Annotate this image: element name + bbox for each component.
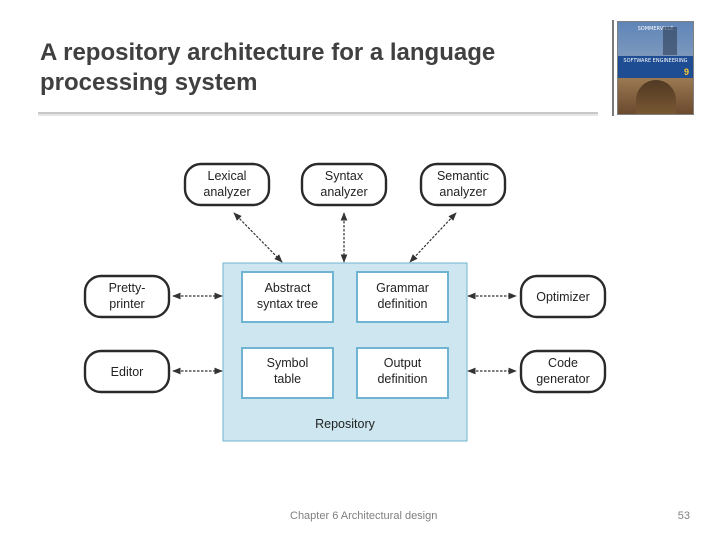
component-grammar-definition bbox=[356, 271, 449, 323]
tool-syntax-analyzer bbox=[300, 162, 388, 207]
cover-divider bbox=[612, 20, 614, 116]
title-rule-shadow bbox=[38, 114, 598, 116]
semantic-label-2: analyzer bbox=[439, 185, 486, 199]
tool-lexical-analyzer bbox=[183, 162, 271, 207]
slide-title-line1: A repository architecture for a language bbox=[40, 39, 496, 66]
symbol-label-2: table bbox=[274, 372, 301, 386]
tool-semantic-analyzer bbox=[419, 162, 507, 207]
book-cover-figure bbox=[636, 80, 676, 114]
codegen-label-2: generator bbox=[536, 372, 590, 386]
codegen-label-1: Code bbox=[548, 356, 578, 370]
book-cover-tower bbox=[663, 27, 677, 55]
component-symbol-table bbox=[241, 347, 334, 399]
output-label-1: Output bbox=[384, 356, 422, 370]
semantic-label-1: Semantic bbox=[437, 169, 489, 183]
syntax-label-1: Syntax bbox=[325, 169, 364, 183]
grammar-label-1: Grammar bbox=[376, 281, 429, 295]
grammar-label-2: definition bbox=[377, 297, 427, 311]
ast-label-1: Abstract bbox=[265, 281, 311, 295]
pretty-label-2: printer bbox=[109, 297, 144, 311]
pretty-label-1: Pretty- bbox=[109, 281, 146, 295]
book-cover-edition: 9 bbox=[683, 67, 689, 77]
component-abstract-syntax-tree bbox=[241, 271, 334, 323]
output-label-2: definition bbox=[377, 372, 427, 386]
tool-optimizer bbox=[519, 274, 607, 319]
title-rule bbox=[38, 112, 598, 114]
arrow-semantic bbox=[409, 212, 457, 263]
optimizer-label: Optimizer bbox=[536, 290, 589, 304]
symbol-label-1: Symbol bbox=[267, 356, 309, 370]
tool-pretty-printer bbox=[83, 274, 171, 319]
book-cover-image: SOMMERVILLE SOFTWARE ENGINEERING 9 bbox=[617, 21, 694, 115]
repository-label: Repository bbox=[315, 417, 375, 431]
book-cover-band bbox=[618, 56, 693, 78]
tool-code-generator bbox=[519, 349, 607, 394]
slide-title-line2: processing system bbox=[40, 69, 258, 96]
lexical-label-2: analyzer bbox=[203, 185, 250, 199]
editor-label: Editor bbox=[111, 365, 144, 379]
book-cover-series: SOFTWARE ENGINEERING bbox=[623, 58, 688, 64]
slide-title: A repository architecture for a language… bbox=[40, 38, 600, 98]
arrow-lexical bbox=[233, 212, 283, 263]
footer-chapter: Chapter 6 Architectural design bbox=[290, 510, 438, 522]
page-number: 53 bbox=[677, 510, 690, 522]
lexical-label-1: Lexical bbox=[208, 169, 247, 183]
component-output-definition bbox=[356, 347, 449, 399]
tool-editor bbox=[83, 349, 171, 394]
syntax-label-2: analyzer bbox=[320, 185, 367, 199]
ast-label-2: syntax tree bbox=[257, 297, 318, 311]
book-cover-author: SOMMERVILLE bbox=[637, 26, 674, 32]
connector-arrows bbox=[172, 212, 517, 375]
